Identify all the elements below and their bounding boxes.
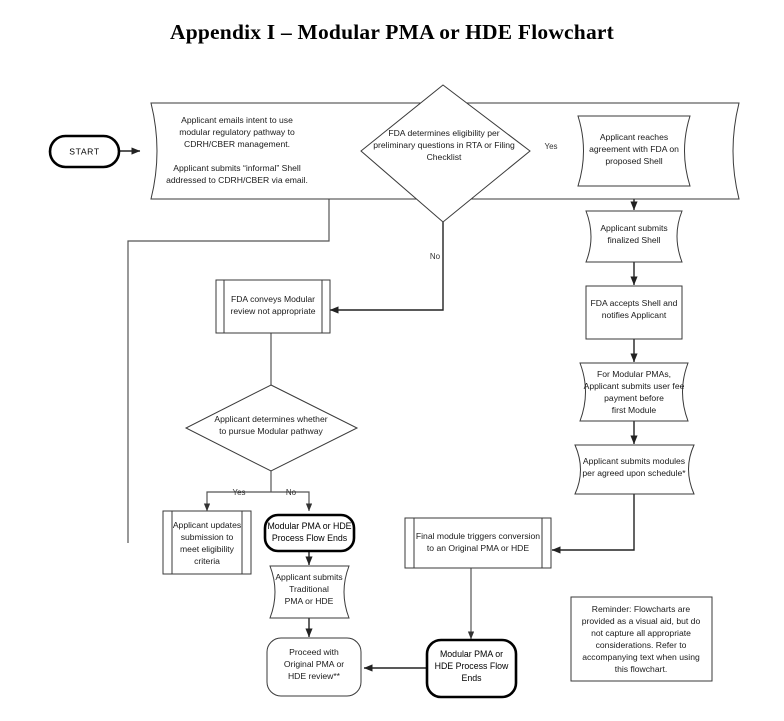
node-emails-line3: CDRH/CBER management. <box>184 139 290 149</box>
edge-eligibility-no <box>329 222 444 314</box>
node-eligibility-line2: preliminary questions in RTA or Filing <box>373 140 515 150</box>
node-updates-line2: submission to <box>181 532 234 542</box>
node-accepts-line1: FDA accepts Shell and <box>591 298 678 308</box>
node-finalized-line2: finalized Shell <box>607 235 660 245</box>
node-fda-conveys-modular: FDA conveys Modular review not appropria… <box>215 279 331 334</box>
node-applicant-updates-submission: Applicant updates submission to meet eli… <box>162 510 252 575</box>
node-userfee-line2: Applicant submits user fee <box>584 381 685 391</box>
node-userfee-line3: payment before <box>604 393 664 403</box>
node-eligibility-line3: Checklist <box>427 152 462 162</box>
edge-label-pursue-no: No <box>286 488 297 497</box>
node-applicant-submits-finalized-shell: Applicant submits finalized Shell <box>585 210 683 263</box>
node-reminder-line5: accompanying text when using <box>582 652 700 662</box>
node-applicant-reaches-agreement: Applicant reaches agreement with FDA on … <box>577 115 691 187</box>
node-traditional-line1: Applicant submits <box>275 572 342 582</box>
node-final-line2: to an Original PMA or HDE <box>427 543 529 553</box>
node-start: START <box>48 134 121 169</box>
node-final-line1: Final module triggers conversion <box>416 531 540 541</box>
edge-label-pursue-yes: Yes <box>232 488 245 497</box>
node-agreement-line1: Applicant reaches <box>600 132 668 142</box>
edge-pursue-no <box>271 491 313 512</box>
node-pursue-line2: to pursue Modular pathway <box>219 426 323 436</box>
edge-label-eligibility-no: No <box>430 252 441 261</box>
node-emails-line4: Applicant submits “informal” Shell <box>173 163 301 173</box>
node-reminder-line3: not capture all appropriate <box>591 628 691 638</box>
node-conveys-line1: FDA conveys Modular <box>231 294 315 304</box>
node-finalized-line1: Applicant submits <box>600 223 667 233</box>
node-proceed-line2: Original PMA or <box>284 659 344 669</box>
node-conveys-line2: review not appropriate <box>230 306 315 316</box>
node-final-module-triggers: Final module triggers conversion to an O… <box>404 517 552 569</box>
node-ends-left-line1: Modular PMA or HDE <box>267 521 351 531</box>
node-proceed-with-original: Proceed with Original PMA or HDE review*… <box>266 637 362 697</box>
node-ends-right-line2: HDE Process Flow <box>435 661 509 671</box>
node-userfee-line4: first Module <box>612 405 657 415</box>
node-reminder-line1: Reminder: Flowcharts are <box>592 604 691 614</box>
node-reminder-line2: provided as a visual aid, but do <box>582 616 701 626</box>
page-title: Appendix I – Modular PMA or HDE Flowchar… <box>170 20 614 44</box>
node-traditional-line3: PMA or HDE <box>285 596 334 606</box>
node-ends-left-line2: Process Flow Ends <box>272 533 348 543</box>
node-user-fee-payment: For Modular PMAs, Applicant submits user… <box>579 362 689 422</box>
node-proceed-line1: Proceed with <box>289 647 339 657</box>
node-applicant-determines-whether: Applicant determines whether to pursue M… <box>184 384 359 472</box>
node-agreement-line2: agreement with FDA on <box>589 144 679 154</box>
node-fda-accepts-shell: FDA accepts Shell and notifies Applicant <box>585 285 683 340</box>
node-proceed-line3: HDE review** <box>288 671 341 681</box>
node-applicant-submits-modules: Applicant submits modules per agreed upo… <box>574 444 695 495</box>
node-applicant-submits-traditional: Applicant submits Traditional PMA or HDE <box>269 565 350 619</box>
node-start-label: START <box>69 147 100 157</box>
node-eligibility-line1: FDA determines eligibility per <box>388 128 499 138</box>
node-reminder-line6: this flowchart. <box>615 664 668 674</box>
node-traditional-line2: Traditional <box>289 584 329 594</box>
node-reminder-line4: considerations. Refer to <box>596 640 687 650</box>
node-updates-line1: Applicant updates <box>173 520 241 530</box>
node-emails-line5: addressed to CDRH/CBER via email. <box>166 175 308 185</box>
edge-feedback-loop <box>127 152 330 543</box>
node-emails-line1: Applicant emails intent to use <box>181 115 293 125</box>
edge-modules-to-final <box>551 494 635 554</box>
node-pursue-line1: Applicant determines whether <box>214 414 327 424</box>
node-userfee-line1: For Modular PMAs, <box>597 369 671 379</box>
node-reminder-note: Reminder: Flowcharts are provided as a v… <box>570 596 713 682</box>
node-emails-line2: modular regulatory pathway to <box>179 127 295 137</box>
edge-pursue-yes <box>203 491 271 512</box>
node-modular-flow-ends-left: Modular PMA or HDE Process Flow Ends <box>263 513 356 553</box>
node-accepts-line2: notifies Applicant <box>602 310 667 320</box>
node-modular-flow-ends-right: Modular PMA or HDE Process Flow Ends <box>425 638 518 699</box>
node-ends-right-line3: Ends <box>461 673 482 683</box>
node-ends-right-line1: Modular PMA or <box>440 649 503 659</box>
edge-label-eligibility-yes: Yes <box>544 142 557 151</box>
node-fda-determines-eligibility: FDA determines eligibility per prelimina… <box>360 84 531 223</box>
node-modules-line1: Applicant submits modules <box>583 456 685 466</box>
node-updates-line3: meet eligibility <box>180 544 235 554</box>
node-agreement-line3: proposed Shell <box>605 156 662 166</box>
node-updates-line4: criteria <box>194 556 220 566</box>
node-modules-line2: per agreed upon schedule* <box>582 468 686 478</box>
